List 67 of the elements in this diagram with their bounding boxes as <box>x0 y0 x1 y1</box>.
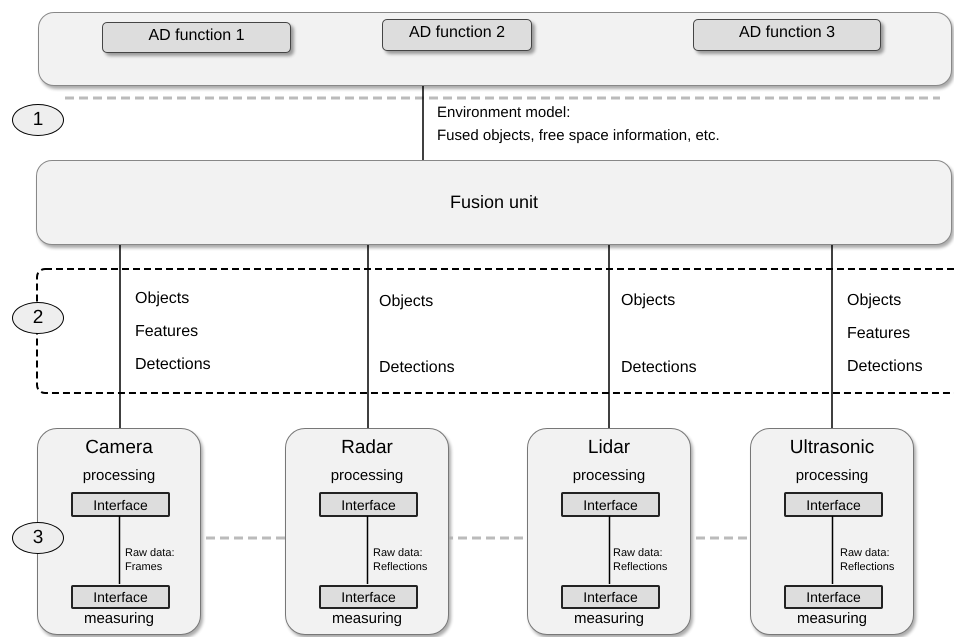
layer-number-label: 3 <box>32 527 44 549</box>
connector-line <box>118 516 120 584</box>
box-label: Interface <box>583 589 638 605</box>
box-subtitle: processing <box>330 467 404 484</box>
data-type-label: Detections <box>135 356 211 374</box>
box-subtitle: measuring <box>796 610 868 627</box>
interface-box <box>319 492 418 517</box>
data-type-label: Features <box>135 323 198 341</box>
data-type-label: Features <box>847 325 910 343</box>
interface-box <box>71 492 170 517</box>
box-subtitle: processing <box>794 467 870 484</box>
system-panel <box>38 12 952 86</box>
layer-number <box>12 302 64 334</box>
data-description: Fused objects, free space information, etc. <box>437 127 720 144</box>
box-label: Interface <box>341 496 396 512</box>
fusion-box <box>36 160 952 245</box>
sensor-box <box>527 428 691 635</box>
function-box <box>693 19 881 51</box>
connector-line <box>367 245 369 428</box>
layer-number <box>12 522 64 554</box>
connector-line <box>831 245 833 428</box>
sensor-box <box>750 428 914 635</box>
box-label: Fusion unit <box>450 192 538 213</box>
box-subtitle: measuring <box>82 610 156 627</box>
box-label: Interface <box>93 496 148 512</box>
box-label: Interface <box>93 589 148 605</box>
data-type-label: Detections <box>847 358 923 376</box>
layer-number-label: 2 <box>32 307 44 329</box>
data-type-label: Detections <box>379 359 455 377</box>
box-label: Interface <box>806 496 861 512</box>
box-label: AD function 3 <box>738 24 836 42</box>
connector-line <box>119 245 121 428</box>
box-label: Interface <box>341 589 396 605</box>
box-title: Lidar <box>586 437 632 459</box>
box-title: Ultrasonic <box>788 437 876 459</box>
box-title: Camera <box>84 437 154 459</box>
box-subtitle: measuring <box>572 610 646 627</box>
sensor-box <box>285 428 449 635</box>
interface-box <box>319 585 418 609</box>
interface-box <box>561 492 660 517</box>
box-subtitle: processing <box>82 467 156 484</box>
function-box <box>102 22 291 53</box>
connector-line <box>608 245 610 428</box>
connector-line <box>422 86 424 160</box>
box-title: Radar <box>340 437 394 459</box>
interface-box <box>784 492 883 517</box>
box-label: AD function 1 <box>148 26 245 44</box>
data-description: Environment model: <box>437 104 570 121</box>
data-type-label: Detections <box>621 359 697 377</box>
function-box <box>382 19 532 51</box>
data-type-label: Objects <box>379 293 434 311</box>
connector-line <box>832 516 834 584</box>
interface-box <box>784 585 883 609</box>
connector-line <box>366 516 368 584</box>
data-type-label: Objects <box>135 290 190 308</box>
box-label: AD function 2 <box>408 24 506 42</box>
layer-number <box>12 104 64 136</box>
box-label: Interface <box>583 496 638 512</box>
connector-line <box>608 516 610 584</box>
interface-box <box>561 585 660 609</box>
layer-number-label: 1 <box>32 109 44 131</box>
data-type-label: Objects <box>847 292 902 310</box>
data-type-label: Objects <box>621 292 676 310</box>
box-subtitle: measuring <box>330 610 404 627</box>
box-label: Interface <box>806 589 861 605</box>
interface-box <box>71 585 170 609</box>
box-subtitle: processing <box>572 467 646 484</box>
